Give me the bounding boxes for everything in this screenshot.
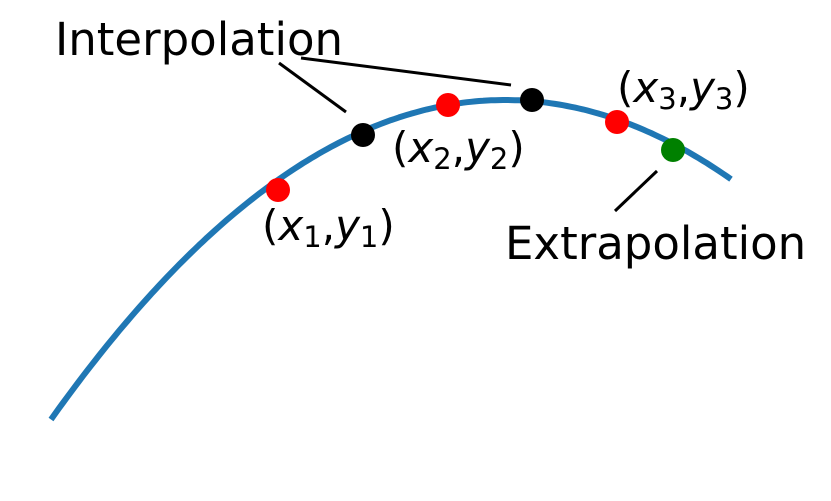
known-point-label-1: (x1,y1)	[262, 201, 395, 254]
known-point-1	[266, 178, 290, 202]
interpolated-point-2	[520, 88, 544, 112]
curve-points	[266, 88, 685, 202]
known-point-1-y-subscript: 1	[360, 220, 378, 254]
known-point-label-3: (x3,y3)	[617, 63, 750, 116]
known-point-2-open-paren: (	[392, 123, 408, 172]
interpolation-leader-line-right	[300, 56, 512, 87]
interpolated-point-1	[351, 123, 375, 147]
known-point-3-open-paren: (	[617, 63, 633, 112]
known-point-1-open-paren: (	[262, 201, 278, 250]
known-point-label-2: (x2,y2)	[392, 123, 525, 176]
extrapolation-leader-line	[613, 169, 659, 213]
interpolation-label: Interpolation	[55, 13, 343, 66]
interpolation-leader-line-left	[278, 61, 347, 114]
known-point-3	[605, 110, 629, 134]
extrapolated-point-1	[661, 138, 685, 162]
known-point-1-y-symbol: y	[333, 201, 361, 250]
known-point-3-y-symbol: y	[688, 63, 716, 112]
known-point-3-x-symbol: x	[631, 63, 659, 112]
extrapolation-label: Extrapolation	[505, 217, 806, 270]
known-point-3-close-paren: )	[733, 63, 749, 112]
known-point-2-y-symbol: y	[463, 123, 491, 172]
known-point-1-close-paren: )	[378, 201, 394, 250]
known-point-3-x-subscript: 3	[658, 82, 676, 116]
known-point-2	[436, 93, 460, 117]
known-point-2-x-symbol: x	[406, 123, 434, 172]
known-point-2-x-subscript: 2	[433, 142, 451, 176]
known-point-2-comma: ,	[452, 123, 465, 172]
leader-lines	[278, 56, 659, 213]
known-point-1-x-symbol: x	[276, 201, 304, 250]
known-point-1-comma: ,	[322, 201, 335, 250]
known-point-1-x-subscript: 1	[303, 220, 321, 254]
known-point-3-y-subscript: 3	[715, 82, 733, 116]
known-point-3-comma: ,	[677, 63, 690, 112]
known-point-2-y-subscript: 2	[490, 142, 508, 176]
known-point-2-close-paren: )	[508, 123, 524, 172]
